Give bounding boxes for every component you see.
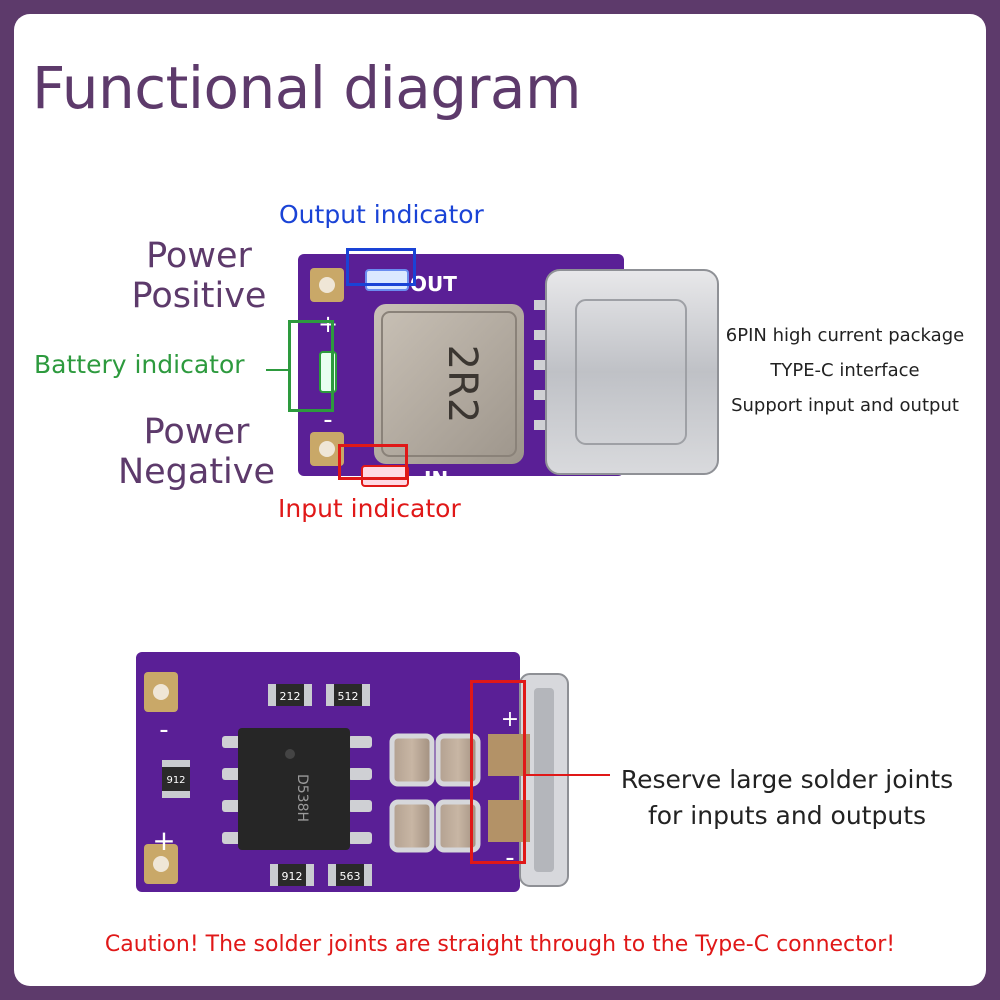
page-title: Functional diagram	[32, 54, 581, 122]
power-positive-label: Power Positive	[119, 236, 279, 316]
resistor-912-left: 912	[162, 760, 190, 798]
reserve-line1: Reserve large solder joints	[620, 765, 954, 794]
feature-io-support: Support input and output	[731, 395, 959, 416]
inductor	[374, 304, 524, 464]
battery-indicator-line	[266, 369, 288, 371]
minus-mark-bottom: -	[159, 715, 168, 745]
solder-joints-line	[526, 774, 610, 776]
power-negative-line2: Negative	[117, 452, 276, 492]
power-negative-label: Power Negative	[109, 412, 284, 492]
inductor-marking: 2R2	[439, 345, 485, 424]
power-positive-line1: Power	[146, 236, 252, 276]
feature-type-c: TYPE-C interface	[770, 360, 920, 381]
resistor-563: 563	[328, 864, 372, 886]
resistor-912-bottom: 912	[270, 864, 314, 886]
minus-mark: -	[323, 405, 332, 435]
svg-text:-: -	[505, 843, 514, 873]
solder-joints-box	[470, 680, 526, 864]
caution-note: Caution! The solder joints are straight …	[104, 932, 896, 957]
out-silkscreen: OUT	[410, 272, 457, 296]
in-silkscreen: IN	[424, 467, 448, 491]
capacitor-1	[389, 733, 435, 787]
input-indicator-box	[338, 444, 408, 480]
ic-chip	[238, 728, 350, 850]
plus-mark-bottom: +	[152, 824, 175, 857]
output-indicator-box	[346, 248, 416, 286]
svg-text:912: 912	[282, 870, 303, 883]
diagram-card: Functional diagram + - OUT	[14, 14, 986, 986]
output-indicator-label: Output indicator	[279, 200, 484, 229]
bottom-board-illustration: - + 212 512 912 912	[136, 652, 569, 892]
resistor-212-top: 212	[268, 684, 312, 706]
ic-marking: D538H	[294, 774, 310, 822]
reserve-label: Reserve large solder joints for inputs a…	[612, 762, 962, 834]
capacitor-3	[389, 799, 435, 853]
battery-indicator-box	[288, 320, 334, 412]
input-led	[361, 465, 409, 487]
svg-text:912: 912	[166, 775, 185, 786]
capacitor-2	[435, 733, 481, 787]
feature-high-current: 6PIN high current package	[725, 325, 965, 346]
svg-text:212: 212	[280, 690, 301, 703]
capacitor-4	[435, 799, 481, 853]
input-indicator-label: Input indicator	[278, 494, 461, 523]
power-positive-line2: Positive	[131, 276, 267, 316]
svg-text:512: 512	[338, 690, 359, 703]
top-board-illustration: + - OUT IN 2R2	[298, 254, 719, 491]
battery-indicator-label: Battery indicator	[34, 350, 245, 379]
svg-text:+: +	[501, 707, 519, 732]
reserve-line2: for inputs and outputs	[647, 801, 927, 830]
svg-text:563: 563	[340, 870, 361, 883]
type-c-connector	[545, 269, 719, 475]
resistor-512: 512	[326, 684, 370, 706]
power-negative-line1: Power	[143, 412, 250, 452]
